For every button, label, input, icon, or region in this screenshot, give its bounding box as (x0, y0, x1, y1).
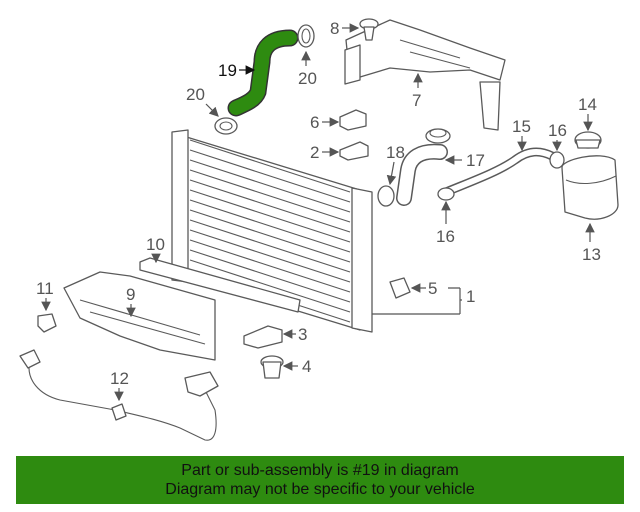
note-line-part-number: Part or sub-assembly is #19 in diagram (181, 462, 459, 479)
callout-7: 7 (412, 72, 423, 110)
callout-4: 4 (282, 357, 311, 376)
callout-19: 19 (218, 61, 256, 80)
wiring-harness-part-12 (19, 349, 219, 441)
callout-1: 1 (372, 287, 475, 315)
outlet-hose-part-18 (377, 143, 448, 207)
callout-8: 8 (330, 19, 360, 38)
svg-text:20: 20 (186, 85, 205, 104)
bracket-part-3 (243, 325, 283, 349)
callout-11: 11 (36, 279, 54, 312)
callout-17: 17 (444, 151, 485, 170)
hose-clamp-part-20-top (297, 24, 315, 48)
callout-2: 2 (310, 143, 340, 162)
callout-3: 3 (282, 325, 307, 344)
svg-text:6: 6 (310, 113, 319, 132)
sensor-part-11 (37, 313, 57, 333)
svg-text:5: 5 (428, 279, 437, 298)
note-line-disclaimer: Diagram may not be specific to your vehi… (165, 481, 475, 498)
callout-13: 13 (582, 222, 601, 264)
callout-6: 6 (310, 113, 340, 132)
hose-clamp-part-16-lower (437, 187, 455, 201)
svg-text:20: 20 (298, 69, 317, 88)
svg-text:15: 15 (512, 117, 531, 136)
callout-15: 15 (512, 117, 531, 152)
svg-text:8: 8 (330, 19, 339, 38)
parts-diagram: 19 20 8 7 20 6 2 18 17 15 16 14 (19, 18, 619, 441)
callout-10: 10 (146, 235, 165, 264)
svg-text:12: 12 (110, 369, 129, 388)
callout-20-left: 20 (186, 85, 219, 117)
push-pin-part-8 (359, 18, 379, 41)
svg-text:10: 10 (146, 235, 165, 254)
svg-text:16: 16 (548, 121, 567, 140)
svg-text:2: 2 (310, 143, 319, 162)
svg-text:18: 18 (386, 143, 405, 162)
upper-radiator-hose-part-19 (227, 29, 299, 117)
air-baffle-part-7 (344, 19, 506, 131)
bracket-part-2 (339, 141, 369, 161)
svg-text:16: 16 (436, 227, 455, 246)
callout-18: 18 (386, 143, 405, 186)
coolant-reservoir-part-13 (561, 155, 619, 220)
callout-14: 14 (578, 95, 597, 132)
cap-part-17 (425, 128, 451, 144)
air-deflector-part-9 (63, 271, 216, 361)
svg-text:19: 19 (218, 61, 237, 80)
surge-tank-hose-part-15 (441, 147, 557, 197)
lower-baffle-part-10 (139, 257, 301, 313)
svg-text:11: 11 (36, 279, 54, 298)
svg-text:4: 4 (302, 357, 311, 376)
svg-text:14: 14 (578, 95, 597, 114)
callout-20-top: 20 (298, 50, 317, 88)
callout-9: 9 (126, 285, 136, 318)
hose-clamp-part-16-upper (549, 151, 565, 169)
svg-text:3: 3 (298, 325, 307, 344)
reservoir-cap-part-14 (574, 131, 602, 149)
callout-16-lower: 16 (436, 200, 455, 246)
svg-text:13: 13 (582, 245, 601, 264)
svg-text:9: 9 (126, 285, 135, 304)
svg-text:7: 7 (412, 91, 421, 110)
callout-16-upper: 16 (548, 121, 567, 152)
diagram-note-banner: Part or sub-assembly is #19 in diagram D… (16, 456, 624, 504)
svg-text:17: 17 (466, 151, 485, 170)
mount-part-4 (260, 355, 284, 379)
hose-clamp-part-20-left (214, 117, 238, 135)
callout-5: 5 (410, 279, 437, 298)
callout-12: 12 (110, 369, 129, 402)
bracket-part-6 (339, 109, 367, 131)
drain-valve-part-5 (389, 277, 411, 299)
svg-text:1: 1 (466, 287, 475, 306)
